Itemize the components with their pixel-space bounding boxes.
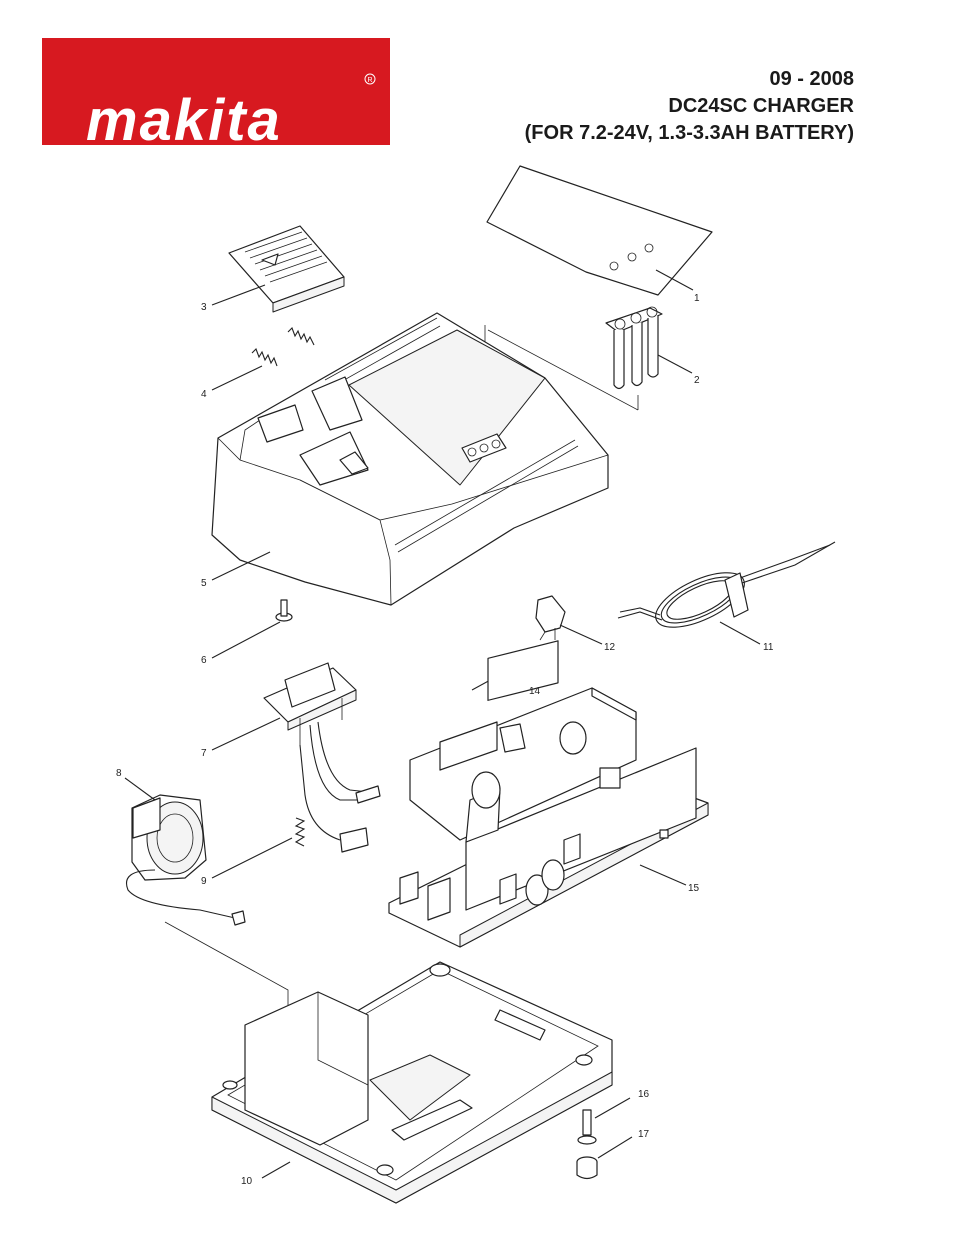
callout-17: 17 <box>638 1129 650 1140</box>
callout-2: 2 <box>694 375 700 386</box>
callout-6: 6 <box>201 655 207 666</box>
part-16-screw <box>577 1097 631 1145</box>
callout-5: 5 <box>201 578 207 589</box>
part-3-slider-cover <box>211 225 345 313</box>
part-5-upper-housing <box>211 312 609 606</box>
assembly-line <box>487 329 639 411</box>
part-7-terminal <box>211 662 381 853</box>
callout-12: 12 <box>604 642 616 653</box>
battery-spec: (FOR 7.2-24V, 1.3-3.3AH BATTERY) <box>524 122 854 144</box>
callout-3: 3 <box>201 302 207 313</box>
callout-10: 10 <box>241 1176 253 1187</box>
callout-4: 4 <box>201 389 207 400</box>
document-header: 09 - 2008 DC24SC CHARGER (FOR 7.2-24V, 1… <box>525 66 854 147</box>
callout-14: 14 <box>529 686 541 697</box>
callout-9: 9 <box>201 876 207 887</box>
revision-date: 09 - 2008 <box>769 68 854 90</box>
part-15-pcb-assembly <box>388 640 709 948</box>
part-1-label-sheet <box>486 165 713 296</box>
model-title: DC24SC CHARGER <box>668 95 854 117</box>
svg-text:R: R <box>368 77 373 84</box>
callout-7: 7 <box>201 748 207 759</box>
callout-16: 16 <box>638 1089 650 1100</box>
part-10-lower-housing <box>211 961 613 1204</box>
callout-8: 8 <box>116 768 122 779</box>
callout-15: 15 <box>688 883 700 894</box>
part-6-screw <box>211 599 293 659</box>
assembly-line <box>164 921 289 1005</box>
callout-11: 11 <box>763 642 774 653</box>
part-8-fan <box>124 777 246 926</box>
part-2-light-guide <box>605 306 693 390</box>
part-12-thermal-protector <box>535 595 603 645</box>
part-4-springs <box>211 327 315 391</box>
part-17-rubber-foot <box>576 1136 633 1180</box>
part-9-spring <box>211 817 306 879</box>
makita-logo: makita R <box>42 38 390 145</box>
part-11-power-cord <box>617 541 836 645</box>
callout-1: 1 <box>694 293 700 304</box>
svg-text:makita: makita <box>86 88 282 145</box>
